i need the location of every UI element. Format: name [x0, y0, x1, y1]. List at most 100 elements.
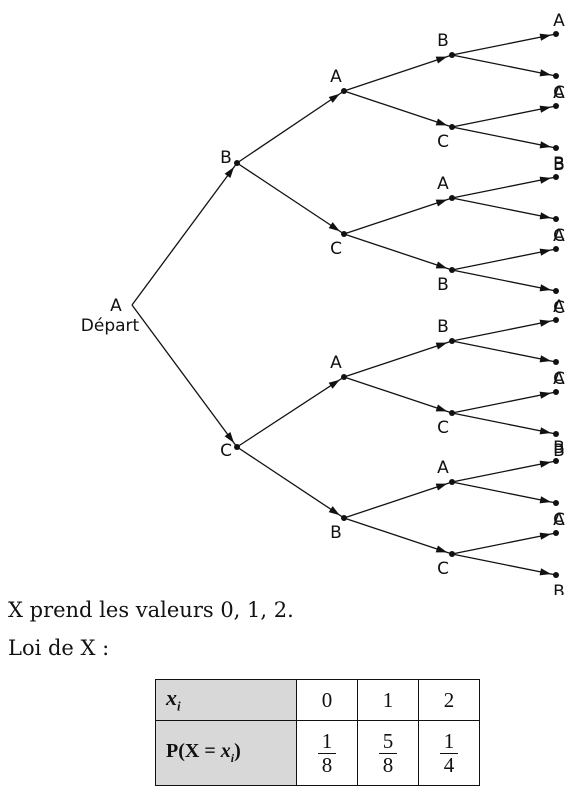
node-dot-l1-0	[234, 160, 240, 166]
node-label-l4-12: B	[553, 438, 565, 458]
edge-l4-10-arrowhead	[539, 391, 552, 399]
xi-header: xi	[155, 679, 297, 721]
edge-l4-5	[451, 197, 557, 220]
law-title: Loi de X :	[8, 636, 110, 660]
edge-l2-1-arrowhead	[328, 222, 340, 232]
edge-l4-1	[451, 54, 557, 77]
edge-l4-13-arrowhead	[539, 496, 552, 504]
edge-l2-2	[236, 376, 345, 448]
node-label-l2-0: A	[330, 67, 342, 87]
edge-l4-8	[451, 319, 557, 342]
node-dot-l1-1	[234, 444, 240, 450]
edge-l3-7	[343, 517, 453, 555]
edge-l4-10	[451, 391, 557, 414]
node-label-l3-2: A	[437, 174, 449, 194]
node-label-l2-3: B	[330, 523, 342, 543]
node-dot-l4-4	[553, 174, 559, 180]
node-dot-l3-7	[449, 551, 455, 557]
node-label-l4-7: C	[553, 298, 565, 318]
edge-l4-14	[451, 532, 557, 555]
node-label-l3-4: B	[437, 317, 449, 337]
node-dot-l4-12	[553, 458, 559, 464]
node-label-l4-11: B	[553, 441, 565, 461]
node-dot-l4-7	[553, 288, 559, 294]
edge-l2-0	[236, 90, 345, 164]
edge-l2-1	[236, 162, 345, 235]
edge-l2-3	[236, 446, 345, 519]
node-dot-l4-8	[553, 317, 559, 323]
node-dot-l4-3	[553, 145, 559, 151]
edge-l4-0	[451, 33, 557, 56]
node-dot-l4-2	[553, 103, 559, 109]
edge-l3-0	[343, 54, 453, 92]
node-label-l3-6: A	[437, 458, 449, 478]
edge-l3-4	[343, 340, 453, 378]
edge-l4-7-arrowhead	[539, 284, 552, 292]
node-label-l4-13: C	[553, 510, 565, 530]
node-dot-l3-5	[449, 410, 455, 416]
node-dot-l4-9	[553, 359, 559, 365]
node-dot-l2-3	[341, 515, 347, 521]
node-label-l3-7: C	[437, 559, 449, 579]
edge-l4-14-arrowhead	[539, 532, 552, 540]
value-cell-2: 2	[418, 679, 480, 721]
node-label-l4-10: A	[553, 369, 565, 389]
node-label-l1-0: B	[220, 148, 232, 168]
edge-l3-5-arrowhead	[435, 404, 448, 412]
edge-l3-1	[343, 90, 453, 128]
node-dot-l2-0	[341, 88, 347, 94]
values-row: xi 0 1 2	[155, 679, 480, 721]
edge-l4-11-arrowhead	[539, 427, 552, 435]
edge-root-0-arrowhead	[224, 167, 235, 179]
edge-l4-0-arrowhead	[539, 33, 552, 41]
node-label-l4-14: A	[553, 510, 565, 530]
node-label-l2-2: A	[330, 353, 342, 373]
edge-l3-1-arrowhead	[435, 118, 448, 126]
node-dot-l3-6	[449, 479, 455, 485]
edge-l3-7-arrowhead	[435, 545, 448, 553]
node-dot-l4-14	[553, 530, 559, 536]
node-label-l4-15: B	[553, 582, 565, 595]
edge-root-0	[131, 162, 238, 306]
edge-l4-9	[451, 340, 557, 363]
value-cell-0: 0	[296, 679, 358, 721]
root-sublabel: Départ	[81, 316, 140, 336]
node-label-l4-0: A	[553, 11, 565, 31]
node-dot-l3-2	[449, 195, 455, 201]
node-label-l4-1: C	[553, 83, 565, 103]
node-dot-l3-1	[449, 124, 455, 130]
node-dot-l3-3	[449, 267, 455, 273]
edge-l3-2	[343, 197, 453, 235]
edge-l4-4	[451, 176, 557, 199]
values-statement: X prend les valeurs 0, 1, 2.	[8, 598, 294, 622]
node-label-l4-4: B	[553, 154, 565, 174]
edge-l4-12	[451, 460, 557, 483]
edge-root-1	[131, 304, 238, 448]
root-label: A	[110, 296, 122, 316]
node-label-l3-0: B	[437, 31, 449, 51]
node-label-l2-1: C	[330, 239, 342, 259]
edge-l3-0-arrowhead	[435, 56, 448, 64]
edge-l4-15	[451, 553, 557, 576]
edge-l4-3	[451, 126, 557, 149]
value-cell-1: 1	[357, 679, 419, 721]
edge-l3-5	[343, 376, 453, 414]
node-dot-l3-0	[449, 52, 455, 58]
edge-l3-4-arrowhead	[435, 342, 448, 350]
node-dot-l4-15	[553, 572, 559, 578]
edge-l2-0-arrowhead	[328, 93, 340, 103]
edge-l3-6-arrowhead	[435, 483, 448, 491]
node-label-l4-5: C	[553, 226, 565, 246]
edge-l2-3-arrowhead	[328, 506, 340, 516]
edge-l4-8-arrowhead	[539, 319, 552, 327]
node-label-l3-5: C	[437, 418, 449, 438]
node-dot-l4-0	[553, 31, 559, 37]
edge-l4-3-arrowhead	[539, 141, 552, 149]
edge-l3-6	[343, 481, 453, 519]
edge-l4-2-arrowhead	[539, 105, 552, 113]
edge-l4-5-arrowhead	[539, 212, 552, 220]
